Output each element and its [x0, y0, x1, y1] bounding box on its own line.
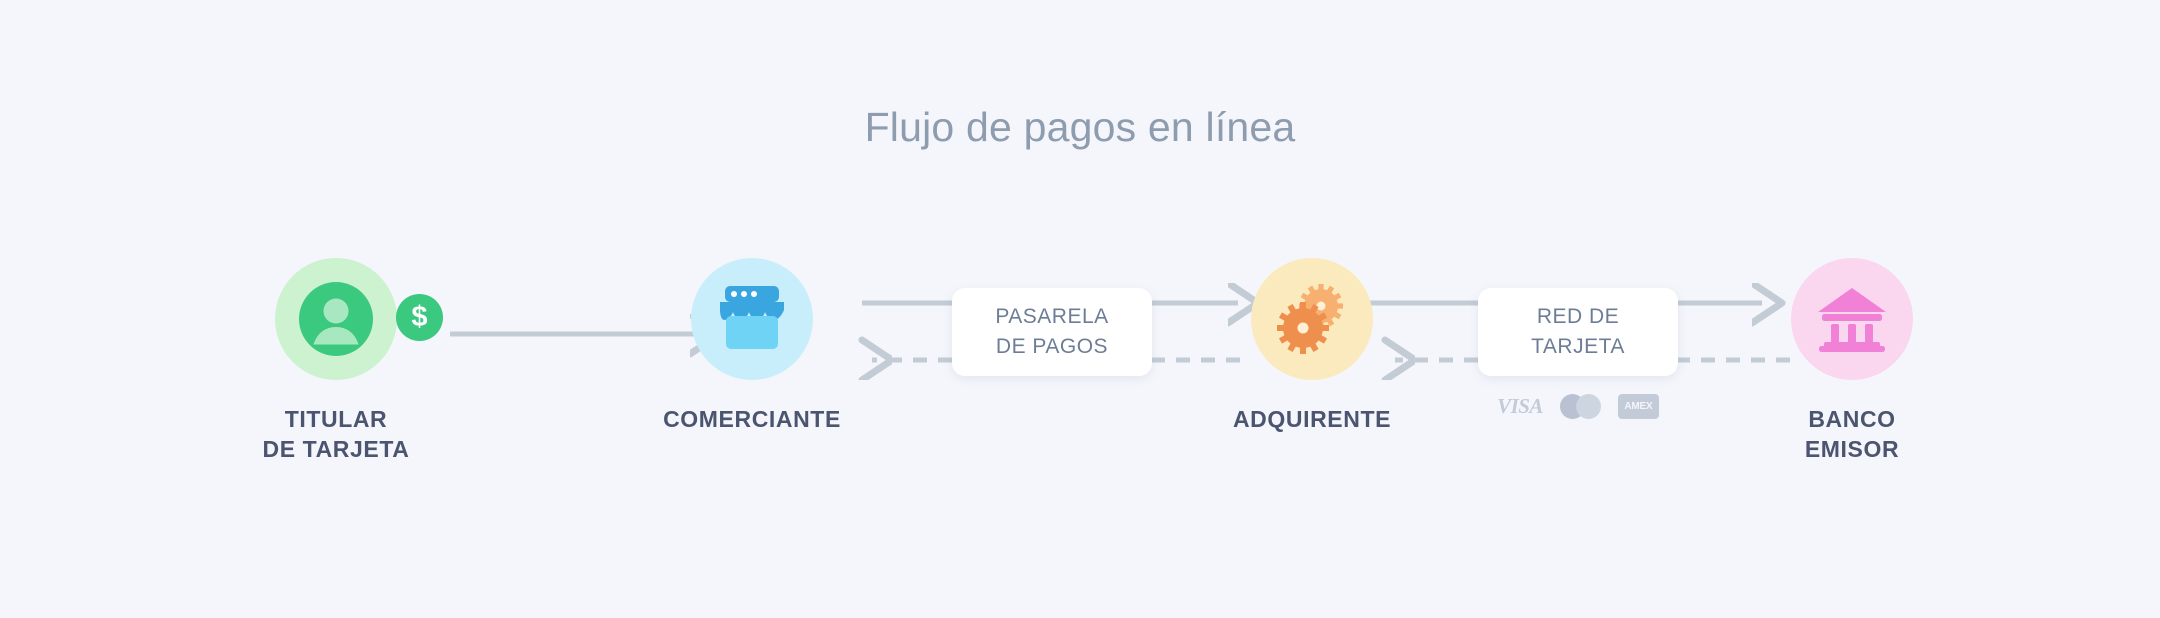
card-brand-logos: VISA AMEX — [1478, 394, 1678, 419]
node-label-merchant: COMERCIANTE — [663, 406, 841, 432]
node-label-acquirer: ADQUIRENTE — [1232, 406, 1392, 432]
issuer-bubble — [1791, 258, 1913, 380]
amex-icon: AMEX — [1617, 394, 1659, 419]
amex-label: AMEX — [1624, 401, 1653, 412]
page-title: Flujo de pagos en línea — [864, 104, 1296, 150]
node-cardholder[interactable]: $ TITULAR DE TARJETA — [216, 258, 456, 465]
node-issuer[interactable]: BANCO EMISOR — [1732, 258, 1972, 465]
storefront-icon — [720, 286, 784, 349]
gears-icon — [1277, 284, 1343, 354]
acquirer-bubble — [1251, 258, 1373, 380]
merchant-bubble — [691, 258, 813, 380]
card-gateway[interactable]: PASARELA DE PAGOS — [952, 288, 1152, 376]
mastercard-icon — [1559, 394, 1601, 419]
card-label-network: RED DE TARJETA — [1531, 305, 1625, 358]
card-network[interactable]: RED DE TARJETA — [1478, 288, 1678, 376]
node-merchant[interactable]: COMERCIANTE — [632, 258, 872, 434]
person-icon — [299, 282, 373, 356]
bank-icon — [1818, 288, 1886, 352]
cardholder-bubble: $ — [275, 258, 443, 380]
node-label-cardholder: TITULAR DE TARJETA — [262, 406, 410, 463]
money-badge: $ — [396, 294, 443, 341]
node-label-issuer: BANCO EMISOR — [1804, 406, 1900, 463]
visa-icon: VISA — [1497, 394, 1543, 418]
card-label-gateway: PASARELA DE PAGOS — [995, 305, 1109, 358]
node-acquirer[interactable]: ADQUIRENTE — [1192, 258, 1432, 434]
mastercard-circle-right — [1575, 394, 1601, 419]
